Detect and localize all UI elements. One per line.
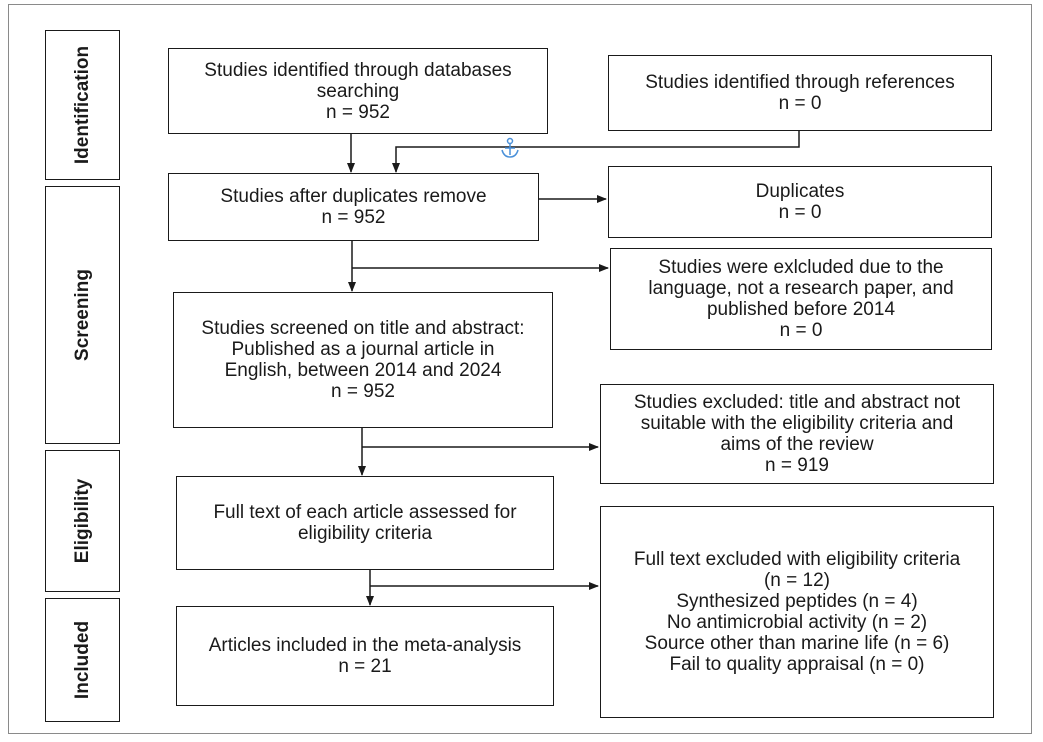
stage-eligibility: Eligibility [45, 450, 120, 592]
box-after-duplicates: Studies after duplicates remove n = 952 [168, 173, 539, 241]
box-full-text-excluded: Full text excluded with eligibility crit… [600, 506, 994, 718]
box-included: Articles included in the meta-analysis n… [176, 606, 554, 706]
stage-identification: Identification [45, 30, 120, 180]
stage-included: Included [45, 598, 120, 722]
box-screened: Studies screened on title and abstract: … [173, 292, 553, 428]
stage-screening: Screening [45, 186, 120, 444]
box-references: Studies identified through references n … [608, 55, 992, 131]
anchor-icon [501, 137, 519, 158]
diagram-frame [8, 4, 1032, 734]
box-duplicates: Duplicates n = 0 [608, 166, 992, 238]
arrow-references-to-duplicates [392, 131, 800, 173]
box-excluded-language: Studies were exlcluded due to the langua… [610, 248, 992, 350]
box-db-search: Studies identified through databases sea… [168, 48, 548, 134]
box-excluded-title: Studies excluded: title and abstract not… [600, 384, 994, 484]
box-full-text: Full text of each article assessed for e… [176, 476, 554, 570]
